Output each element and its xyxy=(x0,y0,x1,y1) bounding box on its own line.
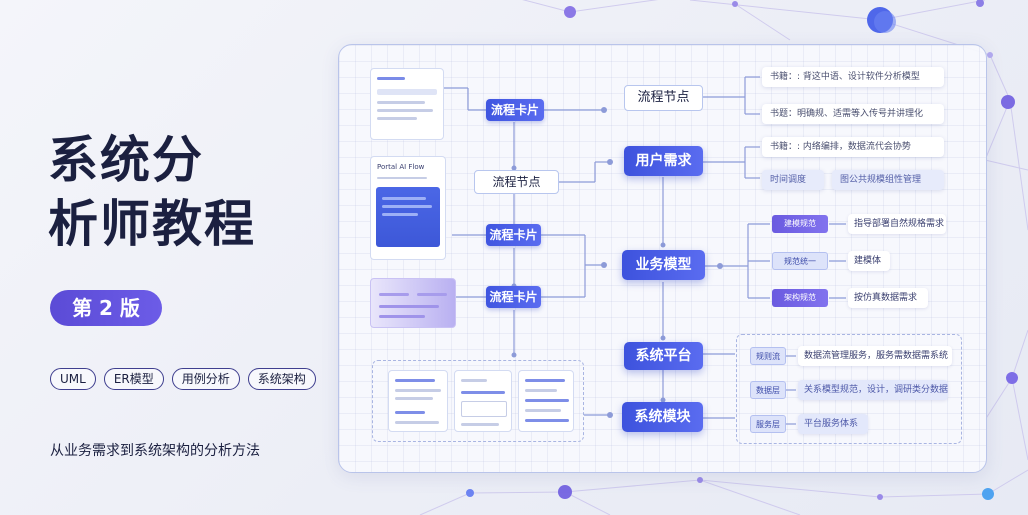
business-model-node: 业务模型 xyxy=(622,250,705,280)
module-item-text-1: 数据流管理服务，服务需数据需系统 xyxy=(798,346,952,366)
model-item-label-2: 规范统一 xyxy=(772,252,828,270)
tag-uml: UML xyxy=(50,368,96,390)
model-item-text-2: 建模体 xyxy=(848,251,890,271)
tag-architecture: 系统架构 xyxy=(247,368,316,390)
note-2: 书题：明确规、适需等入传号并讲理化 xyxy=(762,104,944,124)
screen-thumb-2 xyxy=(454,370,512,432)
flow-card-node-2: 流程卡片 xyxy=(486,224,541,246)
topic-tags: UML ER模型 用例分析 系统架构 xyxy=(50,368,316,390)
module-item-text-2: 关系模型规范，设计，调研类分数据 xyxy=(798,380,948,400)
flow-card-node-1: 流程卡片 xyxy=(486,99,544,121)
screen-thumb-3 xyxy=(518,370,574,432)
tag-use-case: 用例分析 xyxy=(171,368,240,390)
model-item-text-1: 指导部署自然规格需求 xyxy=(848,214,946,234)
module-group xyxy=(736,334,962,444)
tag-er-model: ER模型 xyxy=(103,368,164,390)
model-item-label-1: 建模规范 xyxy=(772,215,828,233)
flow-node-top: 流程节点 xyxy=(624,85,703,111)
app-mockup-card xyxy=(370,68,444,140)
module-item-label-1: 规则流 xyxy=(750,347,786,365)
flow-node-mid: 流程节点 xyxy=(474,170,559,194)
note-1: 书籍：: 背这中语、设计软件分析模型 xyxy=(762,67,944,87)
system-module-node: 系统模块 xyxy=(622,402,703,432)
note-3: 书籍：: 内络编排，数据流代会协势 xyxy=(762,137,944,157)
screens-group xyxy=(372,360,584,442)
note-4: 时间调度 xyxy=(762,170,824,190)
document-mockup-card: Portal AI Flow xyxy=(370,156,446,260)
module-item-text-3: 平台服务体系 xyxy=(798,414,868,434)
flow-card-node-3: 流程卡片 xyxy=(486,286,541,308)
note-5: 图公共规模组性管理 xyxy=(832,170,944,190)
card-caption: Portal AI Flow xyxy=(377,163,425,171)
gradient-mockup-card xyxy=(370,278,456,328)
book-title: 系统分 析师教程 xyxy=(48,128,328,256)
title-line-1: 系统分 xyxy=(48,131,204,189)
model-item-label-3: 架构规范 xyxy=(772,289,828,307)
user-requirements-node: 用户需求 xyxy=(624,146,703,176)
edition-badge: 第 2 版 xyxy=(50,290,162,326)
system-platform-node: 系统平台 xyxy=(624,342,703,370)
screen-thumb-1 xyxy=(388,370,448,432)
module-item-label-3: 服务层 xyxy=(750,415,786,433)
module-item-label-2: 数据层 xyxy=(750,381,786,399)
book-subtitle: 从业务需求到系统架构的分析方法 xyxy=(50,443,260,459)
model-item-text-3: 按仿真数据需求 xyxy=(848,288,928,308)
title-line-2: 析师教程 xyxy=(48,195,256,253)
